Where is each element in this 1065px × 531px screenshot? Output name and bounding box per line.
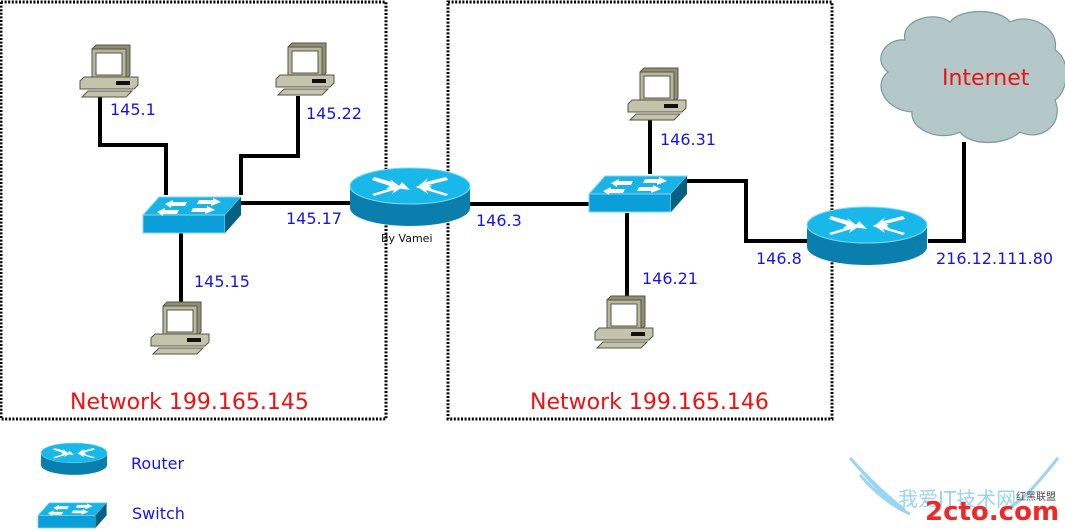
ip-label-146-3: 146.3 bbox=[476, 211, 522, 230]
legend-router-label: Router bbox=[131, 454, 184, 473]
legend-switch-icon bbox=[37, 502, 107, 529]
ip-label-146-21: 146.21 bbox=[642, 269, 698, 288]
ip-label-145-15: 145.15 bbox=[194, 272, 250, 291]
watermark: 我爱IT技术网 2cto.com 红黑联盟 bbox=[848, 456, 1060, 527]
computer-icon bbox=[627, 67, 687, 121]
network-box-145 bbox=[0, 0, 388, 421]
wire-145-22 bbox=[239, 96, 300, 195]
wire-router2-internet bbox=[928, 142, 966, 243]
router-icon bbox=[806, 206, 928, 266]
computer-icon bbox=[79, 44, 139, 98]
watermark-cn-text: 我爱IT技术网 bbox=[898, 487, 1016, 511]
ip-label-216-12-111-80: 216.12.111.80 bbox=[936, 249, 1053, 268]
ip-label-145-1: 145.1 bbox=[110, 100, 156, 119]
switch-icon bbox=[142, 196, 242, 234]
router-icon bbox=[349, 167, 471, 227]
ip-label-146-31: 146.31 bbox=[660, 130, 716, 149]
wire-145-1 bbox=[98, 96, 168, 195]
watermark-brand: 2cto.com bbox=[925, 497, 1059, 527]
cloud-icon bbox=[880, 11, 1065, 143]
wire-switch2-router2 bbox=[686, 179, 808, 243]
switch-icon bbox=[588, 175, 688, 213]
computer-icon bbox=[594, 295, 654, 349]
computer-icon bbox=[275, 42, 335, 96]
computer-icon bbox=[150, 301, 210, 355]
internet-label: Internet bbox=[942, 66, 1030, 91]
ip-label-145-22: 145.22 bbox=[306, 104, 362, 123]
author-credit: By Vamei bbox=[381, 232, 433, 245]
legend-switch-label: Switch bbox=[132, 504, 185, 523]
ip-label-146-8: 146.8 bbox=[756, 249, 802, 268]
legend-router-icon bbox=[40, 442, 108, 476]
network-label-145: Network 199.165.145 bbox=[70, 390, 309, 415]
ip-label-145-17: 145.17 bbox=[286, 209, 342, 228]
network-label-146: Network 199.165.146 bbox=[530, 390, 769, 415]
watermark-cn-small: 红黑联盟 bbox=[1016, 490, 1056, 503]
legend: Router Switch bbox=[37, 442, 185, 529]
